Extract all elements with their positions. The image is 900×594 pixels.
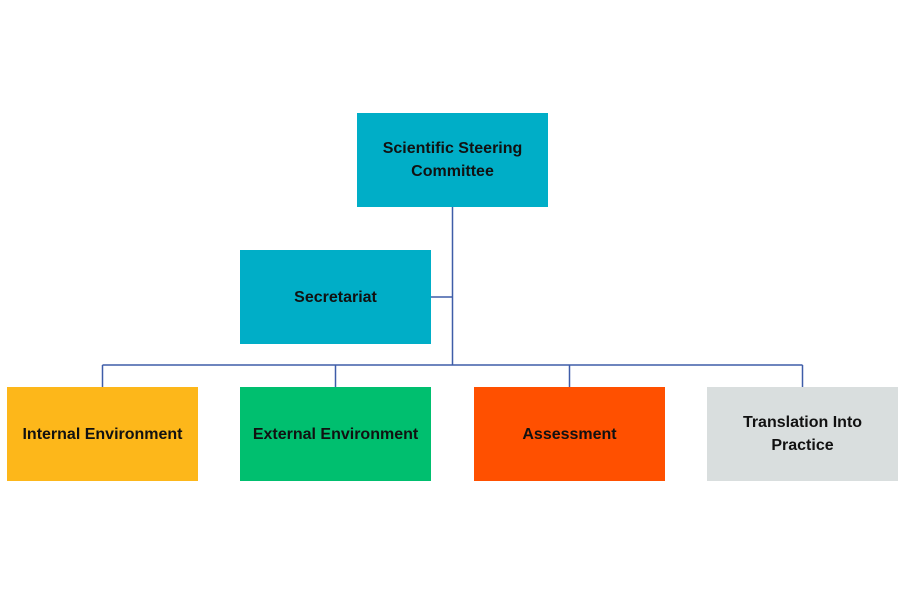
secretariat-box: Secretariat — [240, 250, 431, 344]
assessment-box: Assessment — [474, 387, 665, 481]
scientific-steering-committee-label: Scientific Steering Committee — [382, 140, 523, 180]
external-environment-label: External Environment — [252, 425, 419, 443]
internal-environment-label: Internal Environment — [22, 425, 183, 443]
assessment-label: Assessment — [522, 425, 617, 443]
translation-into-practice-label: Translation Into Practice — [742, 414, 863, 454]
secretariat-label: Secretariat — [294, 288, 377, 306]
scientific-steering-committee-box: Scientific Steering Committee — [357, 113, 548, 207]
internal-environment-box: Internal Environment — [7, 387, 198, 481]
translation-into-practice-box: Translation Into Practice — [707, 387, 898, 481]
external-environment-box: External Environment — [240, 387, 431, 481]
